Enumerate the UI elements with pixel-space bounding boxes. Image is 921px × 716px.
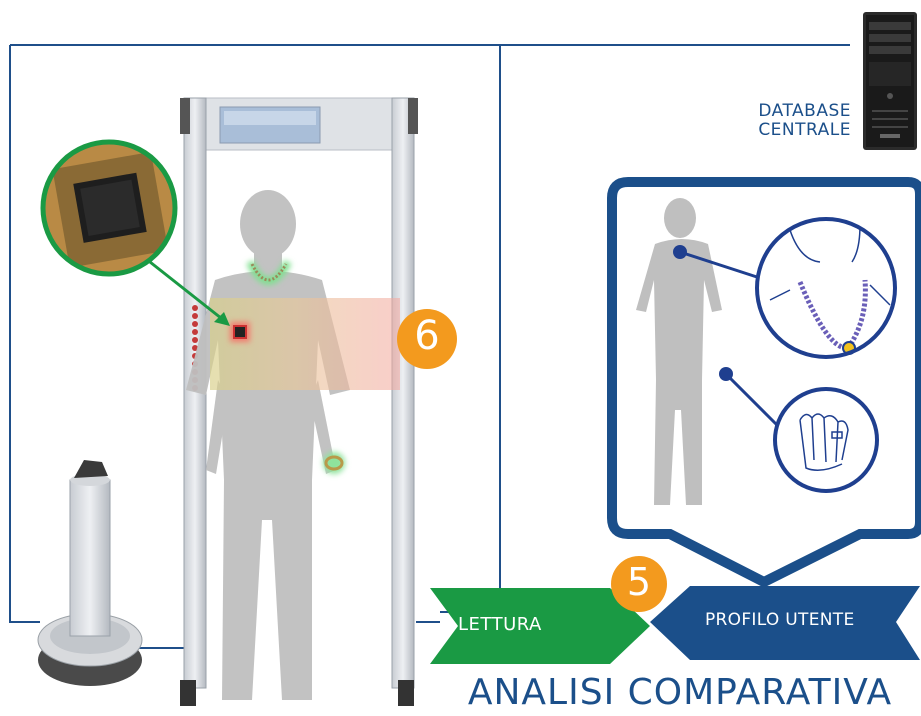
reader-pedestal-icon [37,460,143,686]
profile-connectors [673,245,782,430]
step-6-number: 6 [414,313,440,359]
scan-field-band [210,298,400,390]
bracelet-tag-glow [323,452,345,474]
server-tower-icon [863,12,917,150]
database-label: DATABASE CENTRALE [758,102,851,140]
diagram-title: ANALISI COMPARATIVA [467,672,893,713]
person-silhouette [186,190,350,700]
database-label-line-1: DATABASE [758,101,851,121]
microchip-icon [40,139,178,277]
database-label-line-2: CENTRALE [758,120,851,140]
profile-arrow [650,586,920,660]
step-5-number: 5 [626,560,652,604]
user-profile-label: PROFILO UTENTE [705,610,855,630]
reading-arrow [430,588,650,664]
profile-person-silhouette [636,198,722,505]
ring-hand-icon [773,387,879,493]
chip-pointer-arrow [149,260,230,326]
necklace-tag-glow [246,260,292,285]
chip-tag-on-person [230,322,250,342]
step-5-badge [611,556,667,612]
necklace-icon [755,217,897,359]
reading-label: LETTURA [458,614,542,635]
walkthrough-gate-icon [180,97,418,706]
step-6-badge [397,309,457,369]
